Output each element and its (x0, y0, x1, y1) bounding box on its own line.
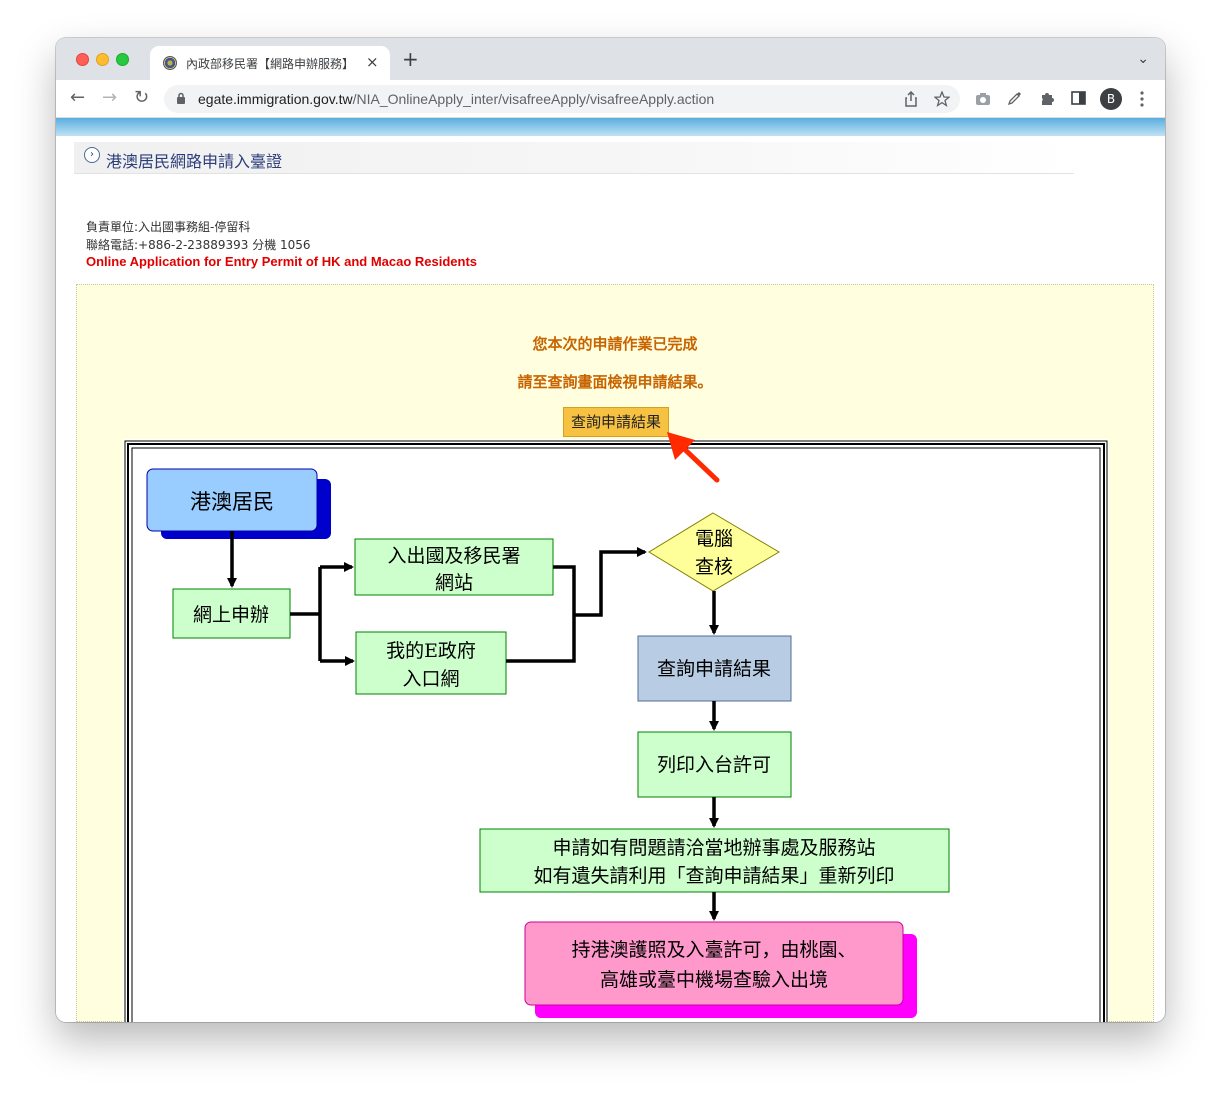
eyedropper-icon[interactable] (1007, 90, 1023, 106)
kebab-menu-icon[interactable] (1140, 91, 1144, 107)
web-page: › 港澳居民網路申請入臺證 負責單位:入出國事務組-停留科 聯絡電話:+886-… (56, 118, 1165, 1022)
frame-inner (131, 447, 1101, 1022)
frame-outer (124, 440, 1108, 1022)
forward-button[interactable]: → (102, 87, 118, 108)
computer-check-label-2: 查核 (695, 556, 733, 578)
computer-check-diamond (648, 512, 780, 592)
note-label-2: 如有遺失請利用「查詢申請結果」重新列印 (533, 865, 894, 887)
completed-message: 您本次的申請作業已完成 (532, 335, 698, 353)
url-host: egate.immigration.gov.tw (198, 91, 353, 107)
url-text: egate.immigration.gov.tw/NIA_OnlineApply… (198, 91, 714, 107)
browser-toolbar: ← → ↻ egate.immigration.gov.tw/NIA_Onlin… (56, 80, 1165, 118)
url-path: /NIA_OnlineApply_inter/visafreeApply/vis… (352, 91, 715, 107)
browser-tab-active[interactable]: 內政部移民署【網路申辦服務】 × (150, 46, 390, 80)
back-button[interactable]: ← (70, 87, 86, 108)
zoom-window-button[interactable] (116, 53, 129, 66)
process-flowchart: 港澳居民 網上申辦 入出國及移民署 網站 我的E政府 入口網 (123, 439, 1109, 1022)
red-pointer-arrow-icon (667, 432, 720, 483)
start-label: 港澳居民 (190, 490, 274, 514)
top-banner-strip (56, 118, 1165, 136)
nia-site-box (354, 538, 554, 596)
apply-online-box (172, 588, 291, 639)
frame-middle (127, 443, 1105, 1022)
tab-close-icon[interactable]: × (366, 53, 379, 71)
share-icon[interactable] (904, 91, 918, 107)
check-result-message: 請至查詢畫面檢視申請結果。 (517, 373, 713, 391)
query-result-button[interactable]: 查詢申請結果 (563, 407, 669, 437)
query-result-label: 查詢申請結果 (657, 658, 771, 680)
minimize-window-button[interactable] (96, 53, 109, 66)
egov-label-2: 入口網 (402, 668, 459, 690)
close-window-button[interactable] (76, 53, 89, 66)
puzzle-icon[interactable] (1039, 90, 1055, 106)
title-bar: 內政部移民署【網路申辦服務】 × + ⌄ (56, 38, 1165, 80)
address-bar[interactable]: egate.immigration.gov.tw/NIA_OnlineApply… (164, 85, 960, 113)
flowchart-svg: 港澳居民 網上申辦 入出國及移民署 網站 我的E政府 入口網 (124, 440, 1108, 1022)
query-result-box (637, 635, 792, 702)
browser-window: 內政部移民署【網路申辦服務】 × + ⌄ ← → ↻ egate.immigra… (56, 38, 1165, 1022)
reload-button[interactable]: ↻ (134, 87, 150, 108)
page-title: 港澳居民網路申請入臺證 (106, 152, 283, 171)
tab-search-chevron-icon[interactable]: ⌄ (1137, 51, 1149, 67)
nia-site-label-2: 網站 (435, 572, 473, 594)
apply-online-label: 網上申辦 (193, 604, 269, 626)
note-label-1: 申請如有問題請洽當地辦事處及服務站 (552, 837, 875, 859)
page-title-bar: › 港澳居民網路申請入臺證 (74, 142, 1074, 174)
side-panel-icon[interactable] (1071, 91, 1086, 105)
contact-phone: 聯絡電話:+886-2-23889393 分機 1056 (86, 238, 311, 252)
new-tab-button[interactable]: + (402, 47, 419, 71)
print-permit-box (637, 731, 792, 798)
circle-chevron-right-icon: › (84, 147, 100, 163)
print-permit-label: 列印入台許可 (657, 754, 771, 776)
responsible-unit: 負責單位:入出國事務組-停留科 (86, 220, 251, 234)
arrow-to-computer-check (574, 547, 647, 617)
tab-title: 內政部移民署【網路申辦服務】 (186, 57, 355, 71)
final-label-1: 持港澳護照及入臺許可，由桃園、 (571, 939, 856, 961)
egov-label-1: 我的E政府 (386, 640, 476, 662)
final-label-2: 高雄或臺中機場查驗入出境 (600, 969, 828, 991)
star-icon[interactable] (934, 91, 950, 107)
final-box (524, 921, 904, 1006)
egov-box (355, 631, 507, 695)
computer-check-label-1: 電腦 (695, 528, 733, 550)
result-panel: 您本次的申請作業已完成 請至查詢畫面檢視申請結果。 查詢申請結果 (76, 284, 1154, 1022)
english-title: Online Application for Entry Permit of H… (86, 254, 478, 269)
lock-icon (177, 92, 185, 104)
profile-avatar[interactable]: B (1100, 88, 1122, 110)
nia-favicon-icon (163, 56, 177, 70)
camera-icon[interactable] (975, 92, 991, 106)
nia-site-label-1: 入出國及移民署 (387, 545, 520, 567)
